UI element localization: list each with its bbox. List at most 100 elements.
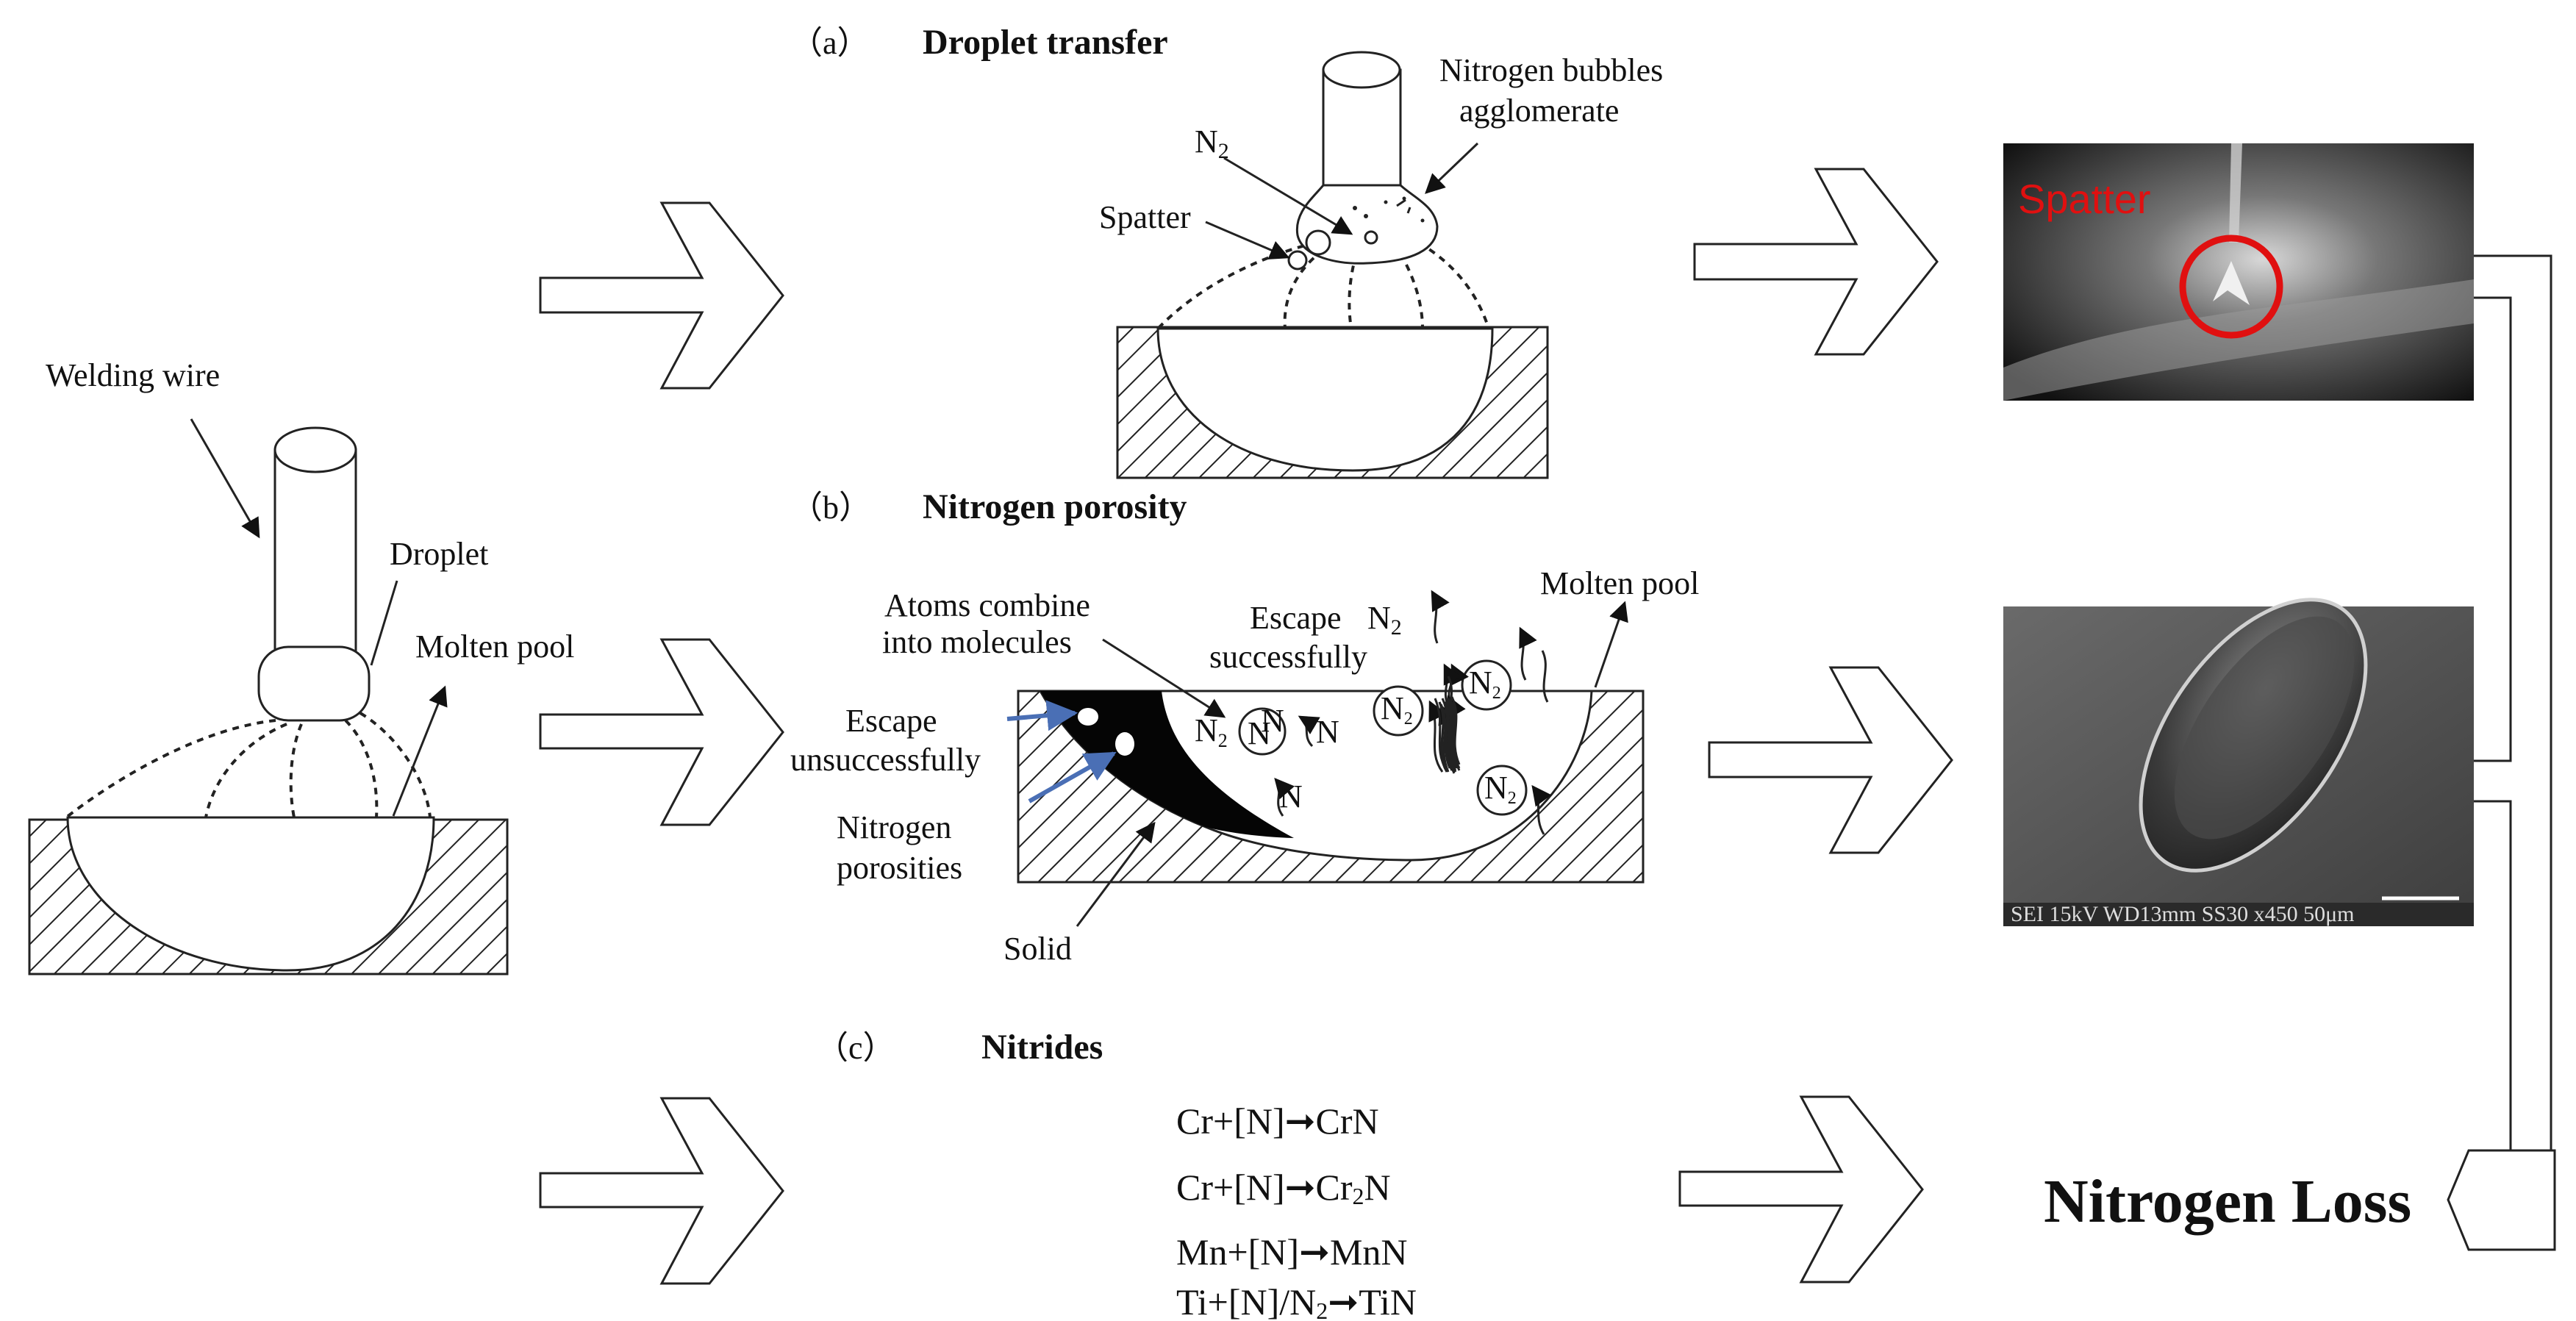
molten-pool-leader (392, 685, 448, 817)
panel-b-n2-bubble (1373, 685, 1424, 737)
panel-b-atoms-leader (1102, 638, 1226, 718)
panel-b-n-motion (1298, 715, 1320, 748)
panel-a-marker: （a） (790, 25, 870, 61)
panel-b-molten-pool-label: Molten pool (1540, 565, 1699, 601)
left-arc-line (344, 719, 379, 818)
welding-wire-leader (190, 418, 260, 539)
panel-b-atoms-label: Atoms combine (884, 587, 1090, 623)
nitrogen-loss-pointer (2447, 1149, 2556, 1251)
panel-b-title: Nitrogen porosity (923, 487, 1187, 526)
panel-b-escape-up (1431, 590, 1450, 644)
panel-b-escape-n2-label: N2 (1367, 600, 1402, 640)
panel-b-solid-label: Solid (1003, 931, 1072, 967)
result-connectors: Nitrogen Loss (2044, 254, 2556, 1251)
spatter-photo-ring (2179, 235, 2283, 339)
panel-b-pore (1115, 732, 1134, 756)
left-arc-line (289, 723, 303, 818)
panel-b-escape-path (1531, 784, 1552, 835)
panel-a-wire (1322, 68, 1402, 189)
panel-b-escape-fail-label: unsuccessfully (790, 742, 981, 778)
spatter-photo: Spatter (2003, 143, 2474, 401)
panel-a-arc-line (1348, 253, 1358, 329)
panel-a-bubble-dot (1364, 214, 1368, 218)
panel-a-molten-pool (1156, 327, 1494, 472)
left-arc-line (65, 719, 276, 819)
panel-b-solid-region (1040, 691, 1294, 838)
panel-b-pore (1078, 708, 1098, 726)
hollow-arrow-to-a (539, 201, 784, 390)
hollow-arrow-from-c (1678, 1095, 1924, 1284)
panel-b-solid-leader (1076, 821, 1156, 927)
panel-b-escape-path (1445, 701, 1456, 771)
sem-caption-bar (2003, 903, 2474, 926)
connector-from-photo-a (2474, 254, 2552, 1150)
panel-b-n2-bubble-label: N2 (1484, 770, 1517, 808)
flow-arrows (539, 168, 1953, 1285)
panel-b-escape-path (1439, 704, 1450, 773)
panel-b-atoms-label: into molecules (882, 624, 1072, 660)
nitride-equation-crn: Cr+[N]➞CrN (1176, 1100, 1379, 1142)
panel-b-marker: （b） (790, 490, 871, 526)
panel-c-marker: （c） (816, 1030, 895, 1066)
droplet-label: Droplet (390, 536, 488, 572)
panel-b-escape-path (1450, 696, 1461, 765)
panel-b-porosities-label: porosities (837, 850, 962, 886)
welding-wire-top (273, 426, 357, 473)
panel-b-n-atom: N (1316, 714, 1339, 750)
hollow-arrow-from-b (1708, 666, 1953, 854)
panel-b-escape-up (1519, 626, 1537, 681)
panel-b-n-motion (1274, 777, 1295, 817)
panel-a-title: Droplet transfer (923, 23, 1168, 62)
panel-a-arc-line (1399, 253, 1424, 329)
panel-a-agglomerate-arrows (1396, 198, 1412, 214)
left-arc-line (359, 712, 432, 818)
panel-b-n-atom: N (1261, 703, 1284, 739)
panel-a-n2-label: N2 (1195, 123, 1229, 163)
welding-wire-body (273, 448, 357, 665)
left-welding-illustration: Welding wire Droplet Molten pool (28, 357, 574, 975)
panel-b-n2-pair (1238, 707, 1287, 756)
panel-a: （a） Droplet transfer N2 Nitrogen bubbles… (790, 23, 1663, 479)
welding-wire-label: Welding wire (46, 357, 220, 393)
connector-photo-a-inner (2474, 296, 2512, 762)
molten-pool-label: Molten pool (415, 629, 574, 665)
panel-b-porosities-arrow (1028, 751, 1117, 803)
left-arc-line (204, 723, 287, 818)
panel-b-escape-path (1428, 700, 1447, 773)
nitrogen-loss-label: Nitrogen Loss (2044, 1167, 2411, 1236)
nitride-equation-tin: Ti+[N]/N2➞TiN (1176, 1281, 1417, 1321)
panel-c: （c） Nitrides Cr+[N]➞CrN Cr+[N]➞Cr2N Mn+[… (816, 1028, 1417, 1321)
panel-a-droplet (1295, 184, 1439, 265)
droplet-leader (370, 580, 398, 666)
nitride-equation-mnn: Mn+[N]➞MnN (1176, 1231, 1408, 1272)
panel-a-spatter-drop (1287, 250, 1308, 271)
panel-b-n2-bubble-label: N2 (1469, 665, 1501, 703)
panel-a-bubble-dot (1384, 200, 1388, 204)
panel-b-n-atom: N (1248, 715, 1271, 751)
left-molten-pool (66, 816, 435, 972)
panel-c-title: Nitrides (981, 1028, 1103, 1067)
sem-micrograph: SEI 15kV WD13mm SS30 x450 50μm (2003, 598, 2474, 926)
sem-caption: SEI 15kV WD13mm SS30 x450 50μm (2011, 902, 2355, 926)
hollow-arrow-to-c (539, 1097, 784, 1285)
panel-b-escape-up (1443, 709, 1453, 771)
panel-b-n-atom: N (1279, 778, 1303, 815)
panel-a-bubble-dot (1420, 218, 1425, 223)
panel-a-n2-leader (1223, 157, 1353, 235)
spatter-photo-spark (2213, 261, 2250, 305)
nitride-equation-cr2n: Cr+[N]➞Cr2N (1176, 1167, 1391, 1209)
panel-a-wire-top (1322, 51, 1401, 89)
spatter-photo-label: Spatter (2018, 176, 2151, 222)
panel-b-n2-bubble-label: N2 (1381, 690, 1413, 728)
droplet-shape (257, 645, 371, 722)
panel-a-spatter-drop (1305, 229, 1331, 256)
panel-a-spatter-leader (1205, 221, 1290, 259)
panel-b-n2-atom: N2 (1195, 712, 1228, 751)
panel-b-escape-fail-label: Escape (845, 703, 937, 739)
panel-b-escape-fail-arrow (1006, 700, 1078, 731)
panel-a-spatter-label: Spatter (1099, 199, 1191, 235)
panel-b-molten-pool-leader (1594, 601, 1628, 688)
spatter-photo-wire (2229, 143, 2242, 243)
hollow-arrow-from-a (1693, 168, 1939, 356)
